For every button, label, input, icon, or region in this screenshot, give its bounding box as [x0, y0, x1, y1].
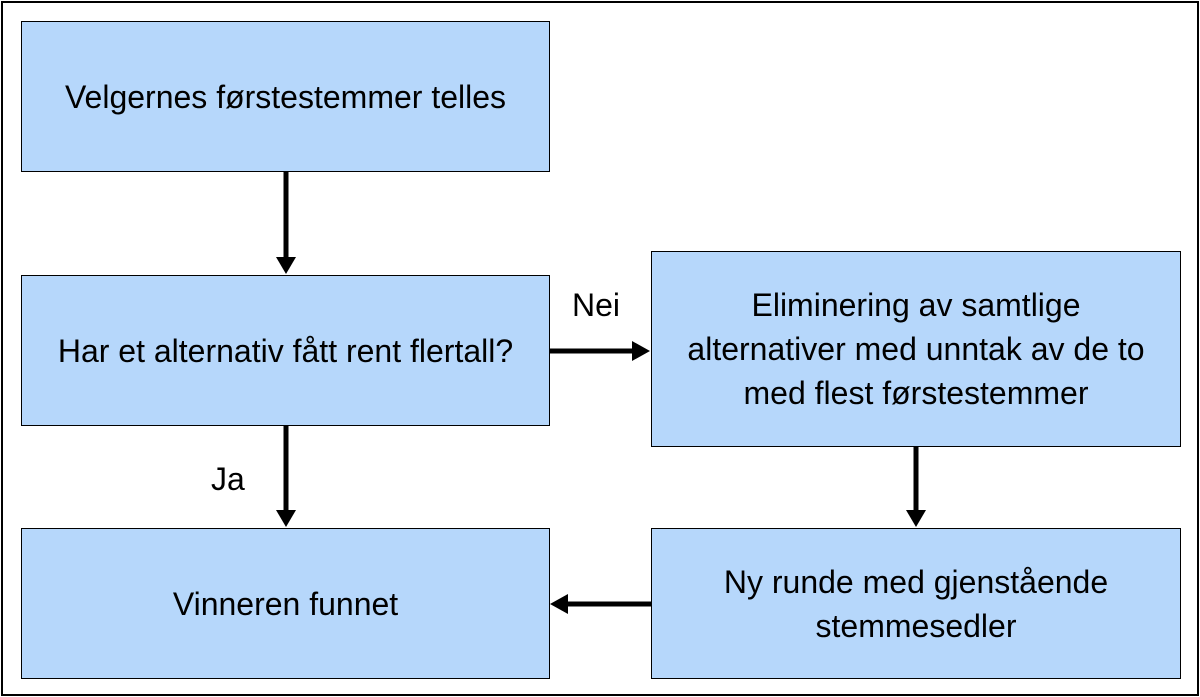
node-count-first-votes: Velgernes førstestemmer telles [21, 21, 550, 172]
node-majority-question: Har et alternativ fått rent flertall? [21, 275, 550, 426]
edge-label-no: Nei [572, 287, 621, 323]
node-eliminate-others: Eliminering av samtlige alternativer med… [651, 251, 1181, 447]
node-majority-question-label: Har et alternativ fått rent flertall? [57, 332, 514, 369]
node-winner-found: Vinneren funnet [21, 528, 550, 679]
node-count-first-votes-label: Velgernes førstestemmer telles [64, 78, 507, 115]
node-new-round: Ny runde med gjenstående stemmesedler [651, 528, 1181, 679]
node-winner-found-label: Vinneren funnet [172, 585, 399, 622]
edge-label-yes: Ja [211, 461, 245, 497]
node-new-round-label: Ny runde med gjenstående stemmesedler [723, 563, 1109, 644]
node-eliminate-others-label: Eliminering av samtlige alternativer med… [687, 287, 1145, 411]
